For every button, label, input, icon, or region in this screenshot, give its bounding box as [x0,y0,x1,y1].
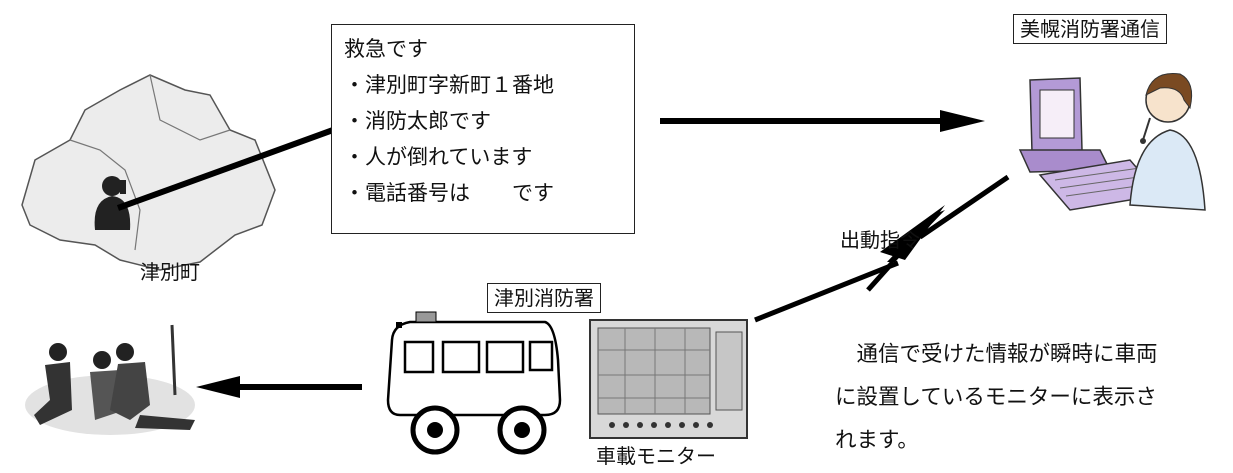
message-item: ・電話番号は です [344,181,554,205]
message-item: ・消防太郎です [344,109,491,133]
note-line: 通信で受けた情報が瞬時に車両 [835,342,1158,367]
message-arrow [660,110,985,132]
map-icon [21,74,276,271]
dispatch-label: 出動指令 [840,228,920,252]
note-line: れます。 [835,428,919,453]
vehicle-monitor-icon [589,319,748,439]
ambulance-icon [386,311,562,455]
note-line: に設置しているモニターに表示さ [835,385,1157,410]
operator-computer-icon [1018,72,1206,211]
message-item: ・人が倒れています [344,145,533,169]
message-item: ・津別町字新町１番地 [344,73,554,97]
response-arrow [196,376,362,398]
comm-center-label: 美幌消防署通信 [1013,14,1167,44]
dispatch-arrow [754,174,1010,323]
monitor-label: 車載モニター [596,444,716,468]
town-label: 津別町 [140,260,200,284]
caller-line [116,127,335,211]
message-heading: 救急です [344,37,428,61]
description-note: 通信で受けた情報が瞬時に車両 に設置しているモニターに表示さ れます。 [835,333,1230,462]
emergency-message-box: 救急です ・津別町字新町１番地 ・消防太郎です ・人が倒れています ・電話番号は… [331,24,635,234]
fire-station-label: 津別消防署 [487,283,601,313]
rescue-scene-icon [25,324,195,435]
